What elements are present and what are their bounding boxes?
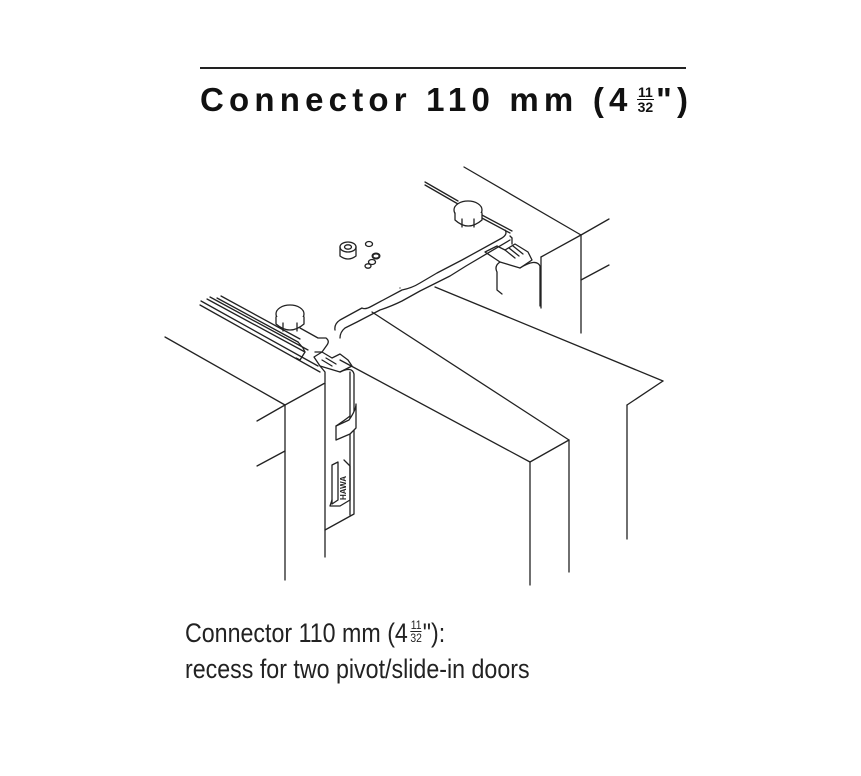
caption-line-1-end: "):: [422, 618, 446, 648]
hawa-logo-text: HAWA: [339, 476, 348, 500]
latch-clip: [335, 403, 357, 441]
adjuster-bolt-right: [453, 200, 483, 228]
caption-line-1-main: Connector 110 mm (4: [185, 618, 408, 648]
connector-plate: [334, 229, 511, 339]
caption-fraction-denominator: 32: [410, 631, 422, 646]
door-middle: [371, 311, 570, 573]
title-rule: [200, 67, 686, 69]
fraction-numerator: 11: [636, 83, 655, 100]
screw-set: [339, 240, 381, 269]
fraction-denominator: 32: [637, 98, 654, 115]
door-back: [434, 286, 664, 540]
frame-right: [463, 166, 610, 334]
caption-line-2: recess for two pivot/slide-in doors: [185, 654, 530, 684]
caption-fraction-numerator: 11: [410, 618, 422, 633]
hawa-logo: [329, 459, 351, 507]
top-rail-left: [199, 295, 321, 373]
title-end: "): [656, 81, 694, 118]
adjuster-bolt-left: [275, 304, 329, 353]
hinge-bracket-right: [484, 235, 541, 307]
title-main: Connector 110 mm (4: [200, 81, 633, 118]
door-front: [339, 287, 531, 586]
frame-left: [164, 336, 326, 581]
